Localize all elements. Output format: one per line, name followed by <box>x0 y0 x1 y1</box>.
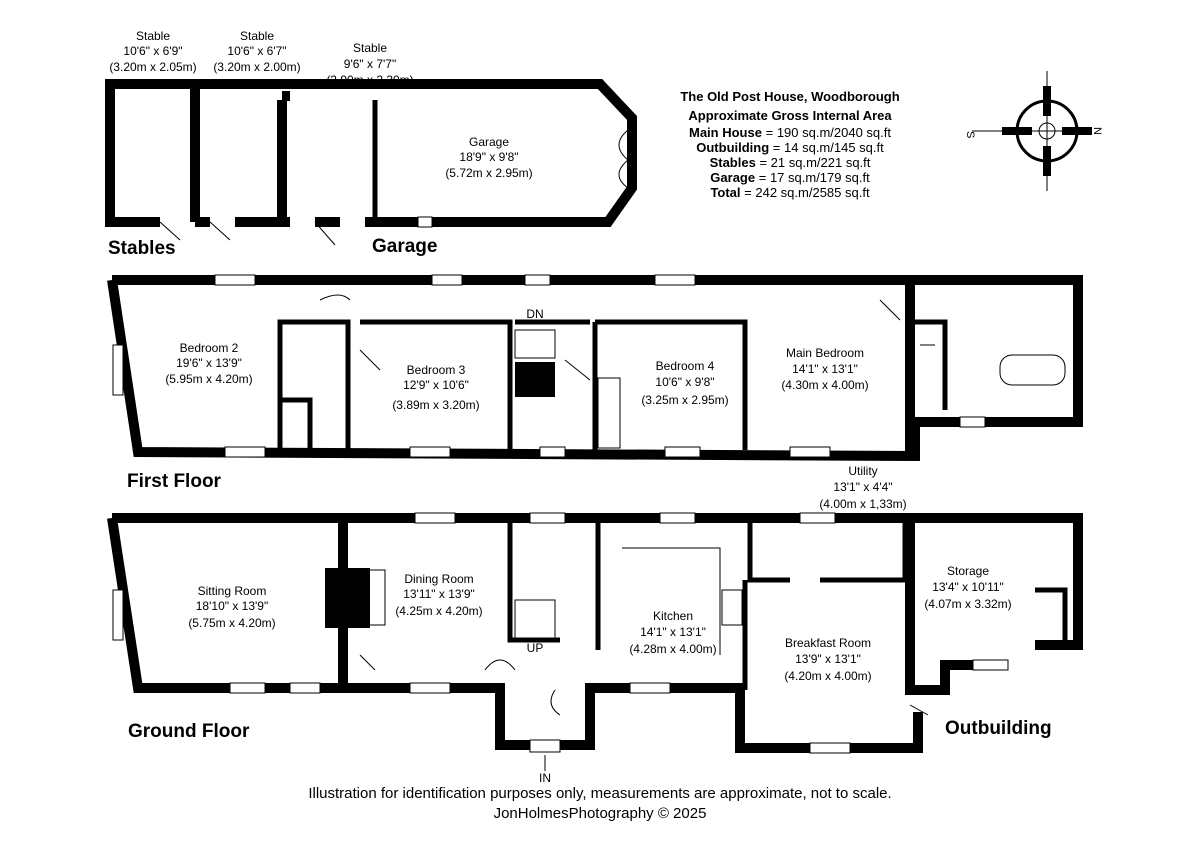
svg-text:(3.20m x 2.00m): (3.20m x 2.00m) <box>213 60 300 74</box>
area-stables: Stables = 21 sq.m/221 sq.ft <box>710 155 871 170</box>
svg-text:Dining Room: Dining Room <box>404 572 473 586</box>
svg-text:10'6" x 9'8": 10'6" x 9'8" <box>655 375 714 389</box>
svg-text:Stable: Stable <box>240 29 274 43</box>
svg-text:13'1" x 4'4": 13'1" x 4'4" <box>833 480 892 494</box>
svg-text:(5.75m x 4.20m): (5.75m x 4.20m) <box>188 616 275 630</box>
svg-text:14'1" x 13'1": 14'1" x 13'1" <box>792 362 858 376</box>
area-garage: Garage = 17 sq.m/179 sq.ft <box>710 170 870 185</box>
area-summary: The Old Post House, Woodborough Approxim… <box>680 89 899 200</box>
section-stables: Stables <box>108 238 176 259</box>
svg-text:(4.00m x 1,33m): (4.00m x 1,33m) <box>819 497 906 511</box>
svg-text:(3.20m x 2.05m): (3.20m x 2.05m) <box>109 60 196 74</box>
footer-credit: JonHolmesPhotography © 2025 <box>494 805 707 822</box>
svg-text:14'1" x 13'1": 14'1" x 13'1" <box>640 625 706 639</box>
svg-text:Utility: Utility <box>848 464 877 478</box>
ground-floor-plan <box>107 512 1083 754</box>
section-first-floor: First Floor <box>127 471 222 492</box>
compass-south-label: S <box>964 131 976 138</box>
area-outbuilding: Outbuilding = 14 sq.m/145 sq.ft <box>696 140 884 155</box>
room-bedroom-2: Bedroom 2 19'6" x 13'9" (5.95m x 4.20m) <box>165 341 252 386</box>
svg-text:(4.20m x 4.00m): (4.20m x 4.00m) <box>784 669 871 683</box>
room-garage: Garage 18'9" x 9'8" (5.72m x 2.95m) <box>445 135 532 180</box>
svg-text:(3.25m x 2.95m): (3.25m x 2.95m) <box>641 393 728 407</box>
svg-text:(4.07m x 3.32m): (4.07m x 3.32m) <box>924 597 1011 611</box>
area-subtitle: Approximate Gross Internal Area <box>688 108 892 123</box>
area-main-house: Main House = 190 sq.m/2040 sq.ft <box>689 125 891 140</box>
room-storage: Storage 13'4" x 10'11" (4.07m x 3.32m) <box>924 564 1011 611</box>
svg-text:10'6" x 6'9": 10'6" x 6'9" <box>123 44 182 58</box>
compass-north-label: N <box>1091 127 1103 135</box>
stairs-up-label: UP <box>527 641 544 655</box>
stairs-down-label: DN <box>526 307 543 321</box>
area-total: Total = 242 sq.m/2585 sq.ft <box>710 185 870 200</box>
svg-text:(5.72m x 2.95m): (5.72m x 2.95m) <box>445 166 532 180</box>
svg-text:(5.95m x 4.20m): (5.95m x 4.20m) <box>165 372 252 386</box>
room-breakfast: Breakfast Room 13'9" x 13'1" (4.20m x 4.… <box>784 636 871 683</box>
first-floor-plan <box>107 274 1083 462</box>
svg-text:Main Bedroom: Main Bedroom <box>786 346 864 360</box>
svg-text:Storage: Storage <box>947 564 989 578</box>
property-title: The Old Post House, Woodborough <box>680 89 899 104</box>
compass-rose-icon: S N <box>964 71 1103 191</box>
svg-text:Stable: Stable <box>353 41 387 55</box>
section-outbuilding: Outbuilding <box>945 718 1052 739</box>
svg-text:(4.30m x 4.00m): (4.30m x 4.00m) <box>781 378 868 392</box>
svg-text:Kitchen: Kitchen <box>653 609 693 623</box>
room-bedroom-4: Bedroom 4 10'6" x 9'8" (3.25m x 2.95m) <box>641 359 728 407</box>
svg-text:9'6" x 7'7": 9'6" x 7'7" <box>344 57 396 71</box>
svg-text:Stable: Stable <box>136 29 170 43</box>
svg-text:Bedroom 4: Bedroom 4 <box>656 359 715 373</box>
svg-text:18'10" x 13'9": 18'10" x 13'9" <box>196 599 269 613</box>
svg-text:Sitting Room: Sitting Room <box>198 584 267 598</box>
svg-text:(2.90m x 2.30m): (2.90m x 2.30m) <box>326 73 413 87</box>
svg-text:Bedroom 3: Bedroom 3 <box>407 363 466 377</box>
room-utility: Utility 13'1" x 4'4" (4.00m x 1,33m) <box>819 464 906 511</box>
room-bedroom-3: Bedroom 3 12'9" x 10'6" (3.89m x 3.20m) <box>392 363 479 412</box>
room-main-bedroom: Main Bedroom 14'1" x 13'1" (4.30m x 4.00… <box>781 346 868 392</box>
svg-text:10'6" x 6'7": 10'6" x 6'7" <box>227 44 286 58</box>
svg-text:12'9" x 10'6": 12'9" x 10'6" <box>403 378 469 392</box>
entrance-label: IN <box>539 771 551 785</box>
svg-text:(4.25m x 4.20m): (4.25m x 4.20m) <box>395 604 482 618</box>
room-stable-1: Stable 10'6" x 6'9" (3.20m x 2.05m) <box>109 29 196 74</box>
room-kitchen: Kitchen 14'1" x 13'1" (4.28m x 4.00m) <box>629 609 716 656</box>
room-dining: Dining Room 13'11" x 13'9" (4.25m x 4.20… <box>395 572 482 618</box>
footer-disclaimer: Illustration for identification purposes… <box>308 785 891 802</box>
svg-text:13'9" x 13'1": 13'9" x 13'1" <box>795 652 861 666</box>
svg-text:19'6" x 13'9": 19'6" x 13'9" <box>176 356 242 370</box>
room-stable-3: Stable 9'6" x 7'7" (2.90m x 2.30m) <box>326 41 413 87</box>
svg-text:13'11" x 13'9": 13'11" x 13'9" <box>403 587 475 601</box>
section-garage: Garage <box>372 236 437 257</box>
section-ground-floor: Ground Floor <box>128 721 250 742</box>
svg-text:Breakfast Room: Breakfast Room <box>785 636 871 650</box>
svg-text:(4.28m x 4.00m): (4.28m x 4.00m) <box>629 642 716 656</box>
stables-garage-block <box>105 79 637 246</box>
svg-text:Bedroom 2: Bedroom 2 <box>180 341 239 355</box>
room-sitting: Sitting Room 18'10" x 13'9" (5.75m x 4.2… <box>188 584 275 630</box>
svg-text:(3.89m x 3.20m): (3.89m x 3.20m) <box>392 398 479 412</box>
room-stable-2: Stable 10'6" x 6'7" (3.20m x 2.00m) <box>213 29 300 74</box>
svg-text:18'9" x 9'8": 18'9" x 9'8" <box>459 150 518 164</box>
svg-text:13'4" x 10'11": 13'4" x 10'11" <box>932 580 1004 594</box>
svg-text:Garage: Garage <box>469 135 509 149</box>
